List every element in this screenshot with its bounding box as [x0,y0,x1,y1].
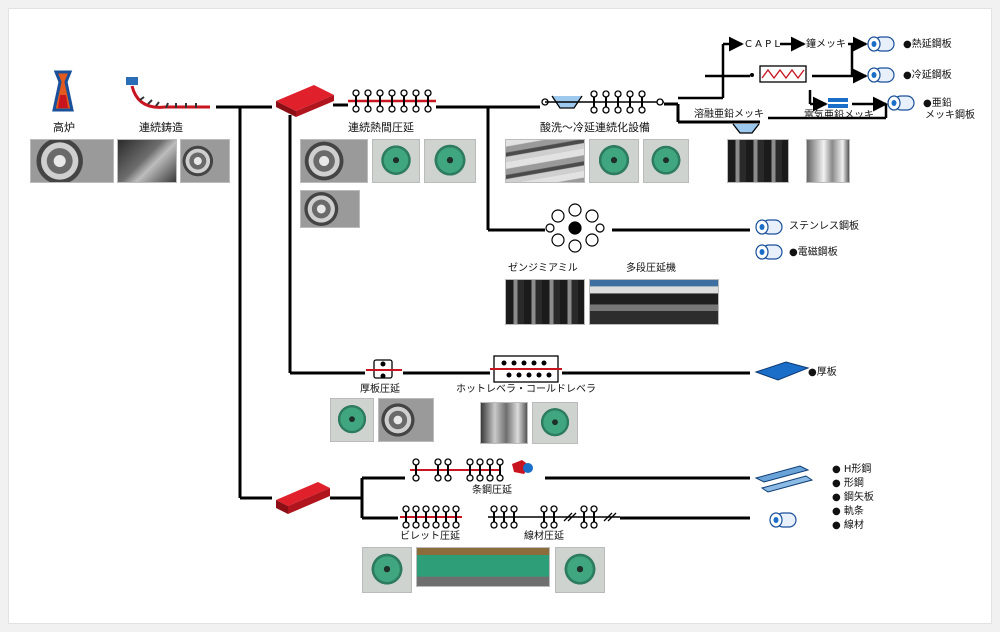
pickling-cold-mill-icon [541,90,664,114]
billet-mill-stands [400,505,462,529]
photo-hot-strip-bearing [300,139,368,183]
photo-hot-strip-joint-1 [372,139,420,183]
section-product-2: ● 形鋼 [832,478,864,489]
coating-branch-lines [678,36,888,120]
section-product-icon [754,465,814,493]
plate-product-icon [754,361,810,381]
billet-mill-label: ビレット圧延 [400,531,460,542]
photo-hot-strip-joint-2 [424,139,476,183]
hot-dip-pot-icon [732,123,760,134]
electro-cell-icon [816,98,848,108]
photo-plate-joint [330,398,374,442]
plate-mill-icon [366,359,402,379]
electro-galvanizing-label: 電気亜鉛メッキ [804,110,874,121]
photo-leveller-roll [480,402,528,444]
wire-rod-mill-label: 線材圧延 [524,531,564,542]
continuous-casting-label: 連続鋳造 [139,121,183,134]
flow-lines [216,102,760,520]
wire-rod-mill-stands [488,505,620,529]
galvanized-product-label-1: ●亜鉛 [923,98,952,109]
photo-galvanizing-sleeve [806,139,850,183]
section-product-1: ● H形鋼 [832,464,872,475]
stainless-product-label: ステンレス鋼板 [789,221,859,232]
blast-furnace-icon [52,70,74,112]
continuous-caster-icon [126,77,210,109]
section-product-5: ● 線材 [832,520,864,531]
photo-sendzimir-rolls [505,279,585,325]
photo-multi-high-roll [589,279,719,325]
photo-billet-joint [362,547,412,593]
hot-strip-mill-stands [348,89,436,113]
sendzimir-mill-label: ゼンジミアミル [508,263,578,274]
cold-rolled-product-label: ●冷延鋼板 [903,70,952,81]
capl-label: C A P L [745,39,780,50]
diagram-frame [8,8,992,624]
bloom-icon [276,482,330,514]
sendzimir-mill-icon [545,203,605,253]
section-product-4: ● 軌条 [832,506,864,517]
photo-galvanizing-rollers [727,139,789,183]
hot-dip-galvanizing-label: 溶融亜鉛メッキ [694,109,764,120]
photo-blast-furnace-bearings [30,139,114,183]
hot-strip-mill-label: 連続熱間圧延 [348,121,414,134]
photo-leveller-joint [532,402,578,444]
photo-cold-mill-joint [589,139,639,183]
leveller-icon [490,355,562,383]
photo-caster-bearing [180,139,230,183]
pickling-cold-mill-label: 酸洗～冷延連続化設備 [540,121,650,134]
plate-product-label: ●厚板 [808,367,837,378]
photo-wire-rod-joint [555,547,605,593]
photo-plate-bearing [378,398,434,442]
galvanized-product-label-2: メッキ鋼板 [925,110,975,121]
capl-furnace-icon [750,65,807,83]
plate-mill-label: 厚板圧延 [360,384,400,395]
photo-caster-roller [117,139,177,183]
multi-high-mill-label: 多段圧延機 [626,263,676,274]
section-product-3: ● 鋼矢板 [832,492,874,503]
photo-cold-mill-rolls [505,139,585,183]
electrical-steel-product-label: ●電磁鋼板 [789,247,838,258]
photo-cold-mill-joint-2 [643,139,689,183]
section-mill-stands [410,458,533,482]
blast-furnace-label: 高炉 [53,121,75,134]
photo-drive-spindle [416,547,550,587]
leveller-label: ホットレベラ・コールドレベラ [456,384,596,395]
hot-rolled-product-label: ●熱延鋼板 [903,39,952,50]
slab-icon [276,85,334,117]
section-mill-label: 条鋼圧延 [472,485,512,496]
nickel-plating-label: 鐘メッキ [806,39,846,50]
photo-hot-strip-roll-bearing [300,190,360,228]
